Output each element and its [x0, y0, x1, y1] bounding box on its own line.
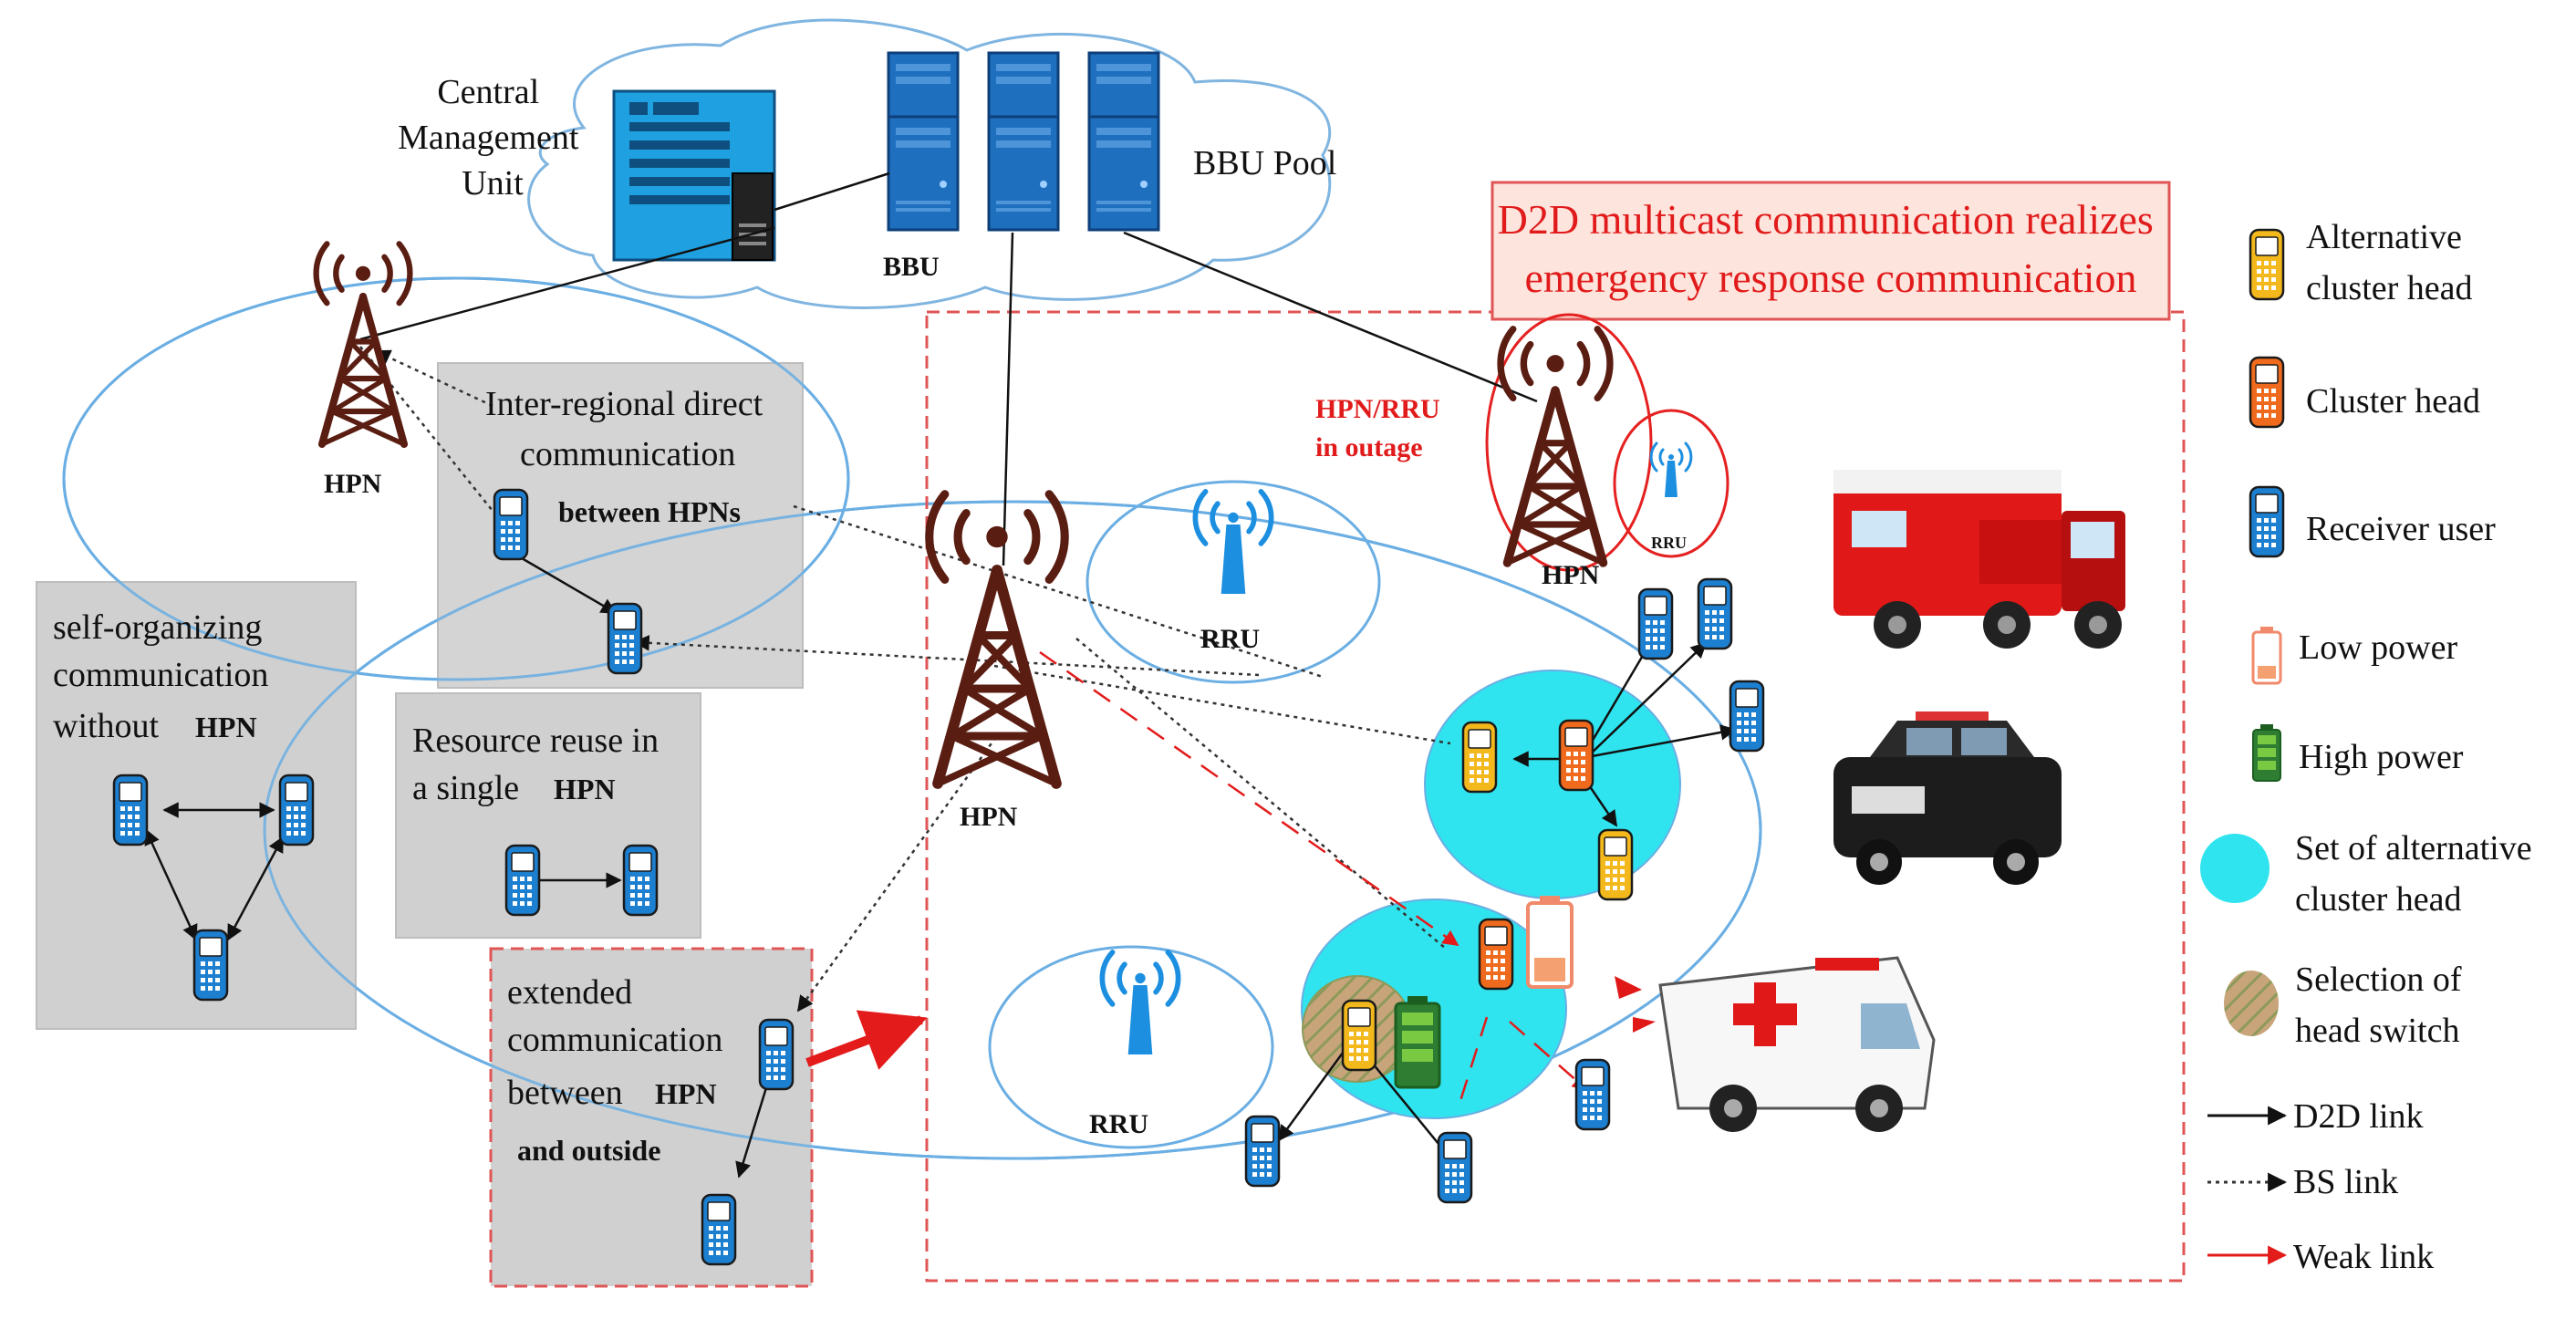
svg-text:Weak link: Weak link — [2293, 1238, 2434, 1276]
extended-text: extended communication between HPN and o… — [507, 973, 732, 1167]
extended-red-arrow — [805, 1010, 928, 1070]
rru-label-top: RRU — [1200, 624, 1260, 654]
legend-item-high-power: High power — [2252, 724, 2464, 782]
phone-orange-icon — [2250, 358, 2283, 427]
svg-text:BS link: BS link — [2293, 1163, 2398, 1201]
inter-regional-text: Inter-regional direct communication betw… — [485, 385, 772, 528]
phone-yellow-icon — [2250, 230, 2283, 299]
outage-label: HPN/RRU in outage — [1315, 394, 1447, 462]
hpn-tower-outage — [1501, 329, 1610, 563]
legend-item-receiver-user: Receiver user — [2250, 487, 2496, 556]
cmu-label: Central Management Unit — [398, 73, 587, 203]
battery-low-scene — [1526, 896, 1574, 989]
svg-text:Low power: Low power — [2299, 628, 2457, 667]
bbu-label: BBU — [883, 252, 940, 282]
bbu-servers — [887, 51, 1160, 232]
svg-text:Receiver user: Receiver user — [2306, 510, 2496, 548]
hatched-ellipse-icon — [2224, 971, 2279, 1036]
svg-text:Cluster head: Cluster head — [2306, 382, 2480, 421]
rru-label-bottom: RRU — [1089, 1109, 1148, 1139]
bs-link-to-hpn-left — [374, 349, 493, 408]
hpn-label-left: HPN — [324, 469, 382, 499]
fire-truck-image — [1833, 470, 2125, 649]
svg-text:D2D link: D2D link — [2293, 1097, 2424, 1136]
hpn-label-center: HPN — [960, 802, 1018, 832]
rru-coverage-bottom — [988, 945, 1274, 1149]
outage-hpn-ellipse — [1485, 313, 1653, 572]
hpn-tower-center — [930, 494, 1065, 784]
weak-links — [1039, 650, 1589, 1105]
legend-item-low-power: Low power — [2251, 627, 2457, 685]
self-organizing-text: self-organizing communication without HP… — [53, 608, 277, 745]
legend-item-bs-link: BS link — [2207, 1163, 2398, 1201]
bbu-pool-label: BBU Pool — [1193, 144, 1336, 182]
battery-high-icon — [2252, 724, 2281, 782]
central-management-unit — [612, 89, 776, 262]
rru-coverage-top — [1085, 480, 1381, 684]
battery-low-icon — [2251, 627, 2282, 685]
cyan-ellipse-icon — [2200, 834, 2270, 903]
d2d-title: D2D multicast communication realizes eme… — [1498, 196, 2165, 301]
rru-label-outage: RRU — [1651, 534, 1687, 552]
backhaul-links — [359, 171, 1538, 566]
rru-icon-top — [1195, 492, 1271, 594]
resource-reuse-text: Resource reuse in a single HPN — [412, 722, 668, 807]
hpn-tower-left — [317, 244, 410, 444]
police-suv-image — [1833, 711, 2062, 885]
phone-blue-icon — [2250, 487, 2283, 556]
ambulance-image — [1615, 956, 1936, 1132]
d2d-title-box — [1491, 181, 2171, 321]
rru-icon-bottom — [1102, 952, 1178, 1054]
legend-item-d2d-link: D2D link — [2207, 1097, 2424, 1136]
rru-icon-outage — [1649, 441, 1693, 499]
legend-item-cluster-head: Cluster head — [2250, 358, 2480, 427]
battery-high-scene — [1394, 996, 1441, 1089]
legend-item-weak-link: Weak link — [2207, 1238, 2434, 1276]
svg-text:High power: High power — [2299, 738, 2464, 776]
outage-rru-ellipse — [1613, 409, 1729, 558]
hpn-label-outage: HPN — [1542, 560, 1600, 590]
